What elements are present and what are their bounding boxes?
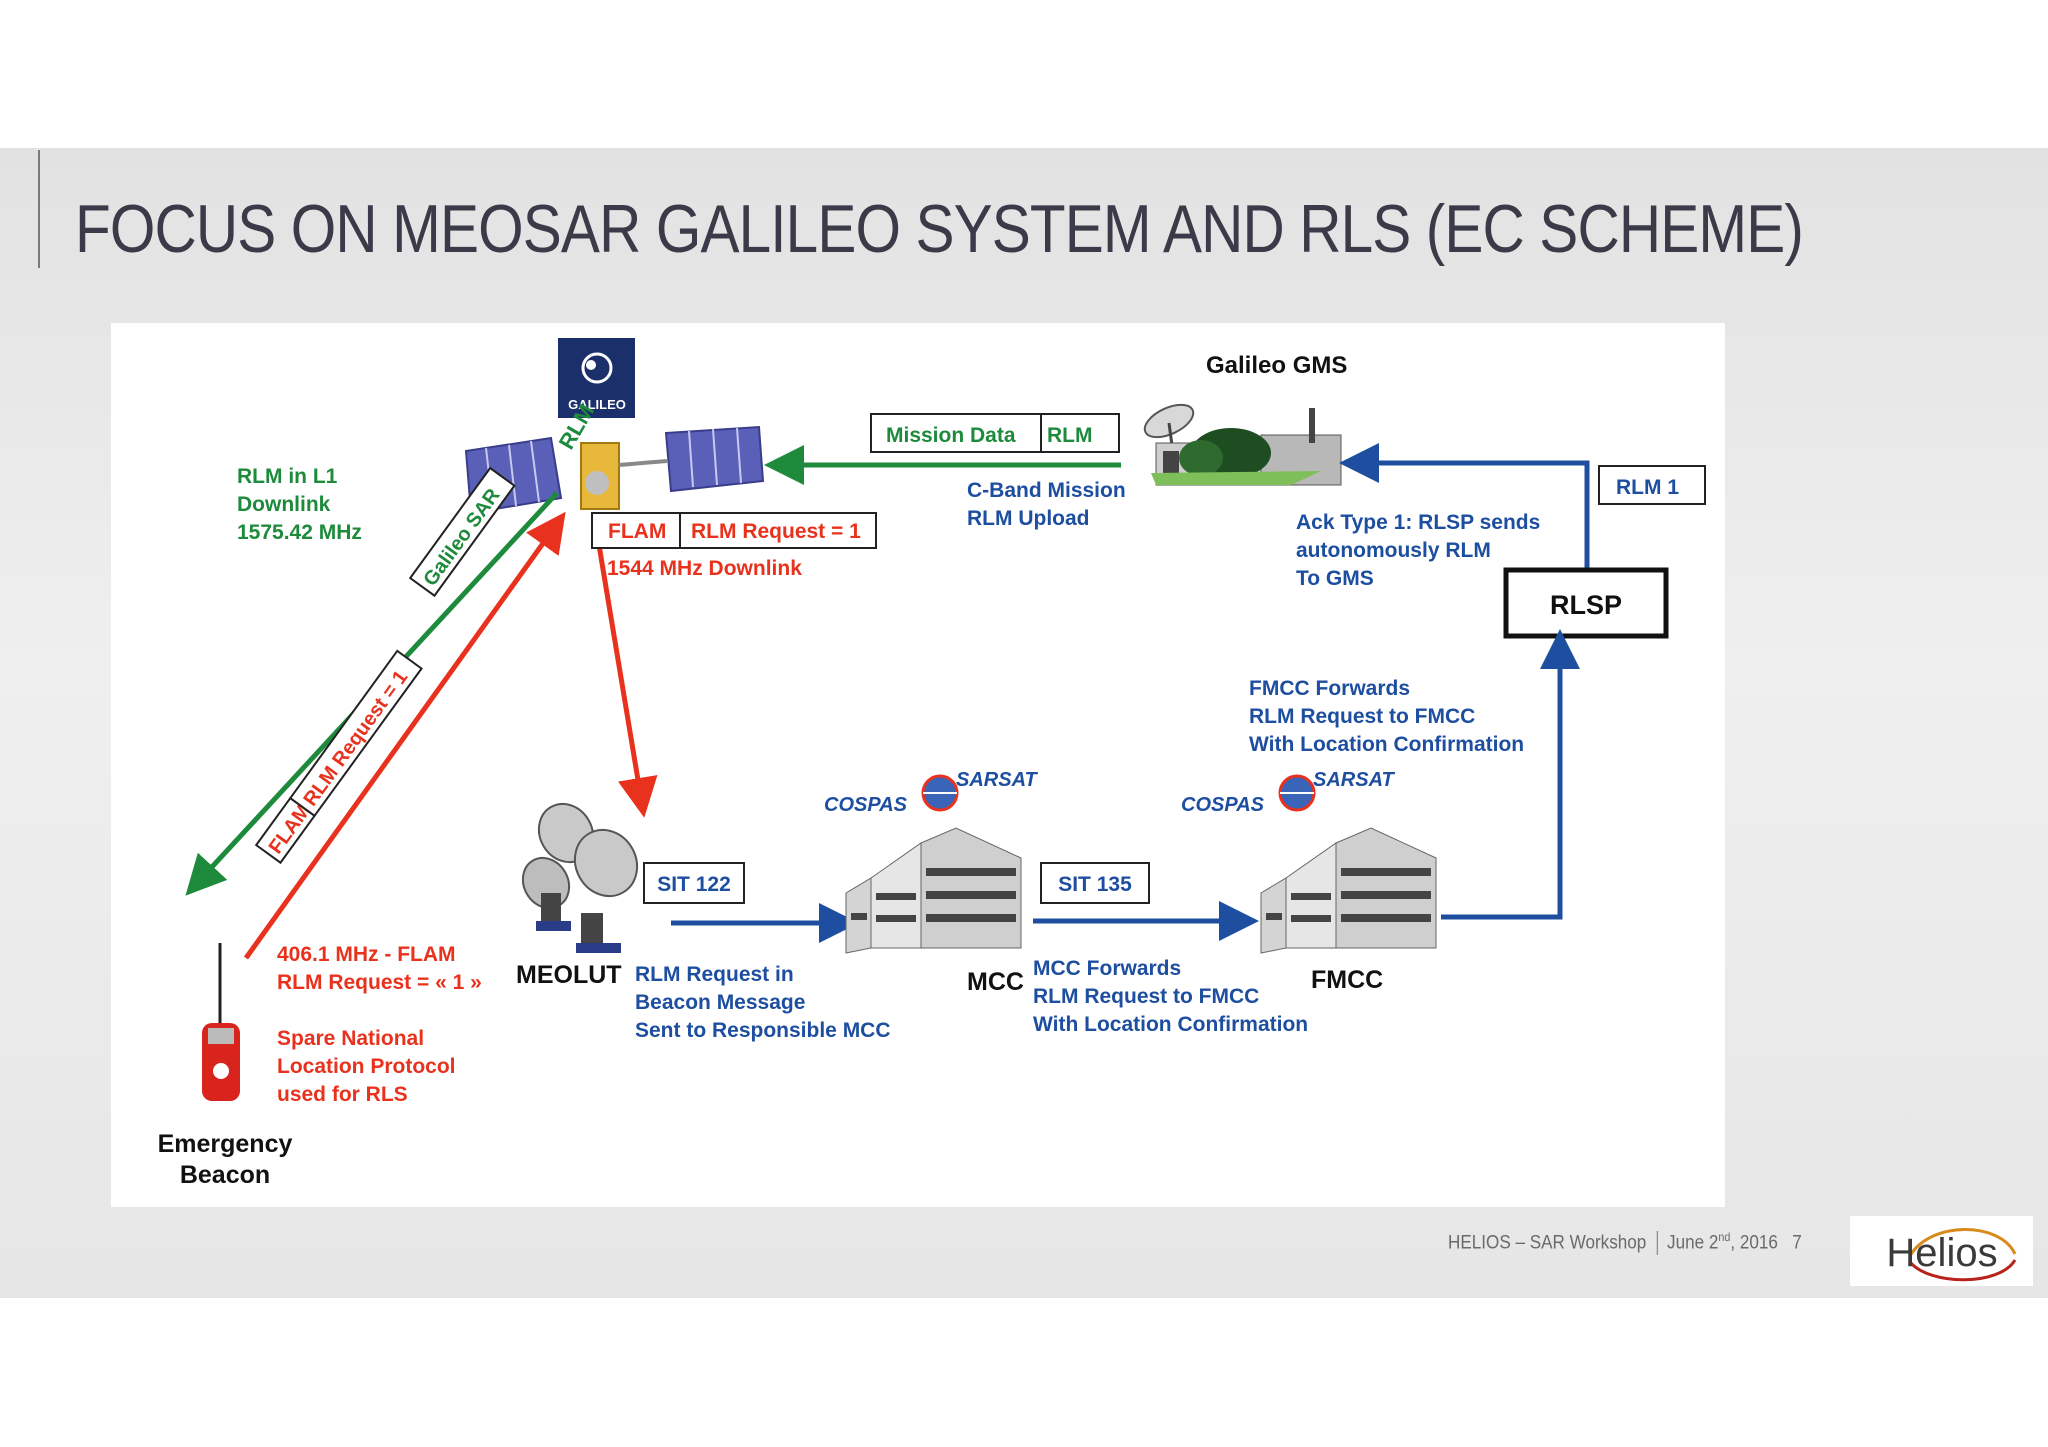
- rlm-request-in-line1: RLM Request in: [635, 963, 794, 986]
- fmcc-fwd-line1: FMCC Forwards: [1249, 677, 1410, 700]
- cband-line2: RLM Upload: [967, 507, 1089, 530]
- helios-logo: Helios: [1850, 1216, 2033, 1286]
- title-accent-bar: [38, 150, 40, 268]
- rlm-l1-line2: Downlink: [237, 493, 331, 516]
- ack-line2: autonomously RLM: [1296, 539, 1491, 562]
- slide-footer: HELIOS – SAR Workshop June 2nd, 2016 7: [1448, 1230, 1802, 1256]
- freq-406-line2: RLM Request = « 1 »: [277, 971, 482, 994]
- fmcc-building-icon: [1260, 827, 1437, 954]
- sarsat-text-fmcc: SARSAT: [1313, 769, 1396, 791]
- mcc-fwd-line2: RLM Request to FMCC: [1033, 985, 1259, 1008]
- beacon-line2: Beacon: [180, 1161, 270, 1189]
- galileo-sar-beam-label: Galileo SAR: [408, 466, 516, 598]
- diagram-panel: GALILEO RLM Galileo SAR FLAM RLM Request…: [111, 323, 1725, 1207]
- gms-title: Galileo GMS: [1206, 352, 1347, 379]
- cband-line1: C-Band Mission: [967, 479, 1126, 502]
- mission-data-text: Mission Data: [886, 424, 1016, 447]
- sit135-box: [1040, 862, 1150, 904]
- mission-rlm-box: [1040, 413, 1120, 453]
- spare-line2: Location Protocol: [277, 1055, 456, 1078]
- fmcc-label: FMCC: [1311, 966, 1383, 994]
- slide-title: FOCUS ON MEOSAR GALILEO SYSTEM AND RLS (…: [75, 191, 1804, 267]
- galileo-sar-text: Galileo SAR: [419, 484, 504, 590]
- cospas-text-fmcc: COSPAS: [1181, 794, 1265, 816]
- rlm-l1-line3: 1575.42 MHz: [237, 521, 362, 544]
- fmcc-fwd-line3: With Location Confirmation: [1249, 733, 1524, 756]
- mcc-label: MCC: [967, 968, 1024, 996]
- cospas-text-mcc: COSPAS: [824, 794, 908, 816]
- sit122-box: [643, 862, 745, 904]
- rlm-request-box: [679, 512, 877, 549]
- rlm-request-box-text: RLM Request = 1: [691, 520, 861, 543]
- diagram-svg: GALILEO RLM Galileo SAR FLAM RLM Request…: [158, 338, 1706, 1189]
- mission-data-box: [870, 413, 1042, 453]
- fmcc-to-rlsp-arrow: [1441, 629, 1580, 920]
- rlm-l1-line1: RLM in L1: [237, 465, 338, 488]
- galileo-badge-label: GALILEO: [568, 397, 626, 412]
- beacon-line1: Emergency: [158, 1130, 293, 1158]
- rlm1-text: RLM 1: [1616, 476, 1679, 499]
- uplink-406-arrow: [243, 511, 566, 960]
- footer-page-number: 7: [1792, 1232, 1802, 1254]
- meolut-antenna-icon: [521, 802, 639, 953]
- helios-logo-text: Helios: [1886, 1231, 1997, 1275]
- flam-box-text: FLAM: [608, 520, 666, 543]
- fmcc-fwd-line2: RLM Request to FMCC: [1249, 705, 1475, 728]
- sit135-text: SIT 135: [1058, 873, 1132, 896]
- downlink-1544-arrow: [592, 520, 658, 818]
- sarsat-text-mcc: SARSAT: [956, 769, 1039, 791]
- rlsp-to-gms-arrow: [1339, 443, 1590, 569]
- sit122-text: SIT 122: [657, 873, 731, 896]
- footer-separator: [1657, 1231, 1659, 1256]
- cospas-sarsat-logo-fmcc: COSPAS SARSAT: [1181, 769, 1396, 816]
- rlm1-box: [1598, 465, 1706, 505]
- rlm-request-in-line3: Sent to Responsible MCC: [635, 1019, 891, 1042]
- ack-line1: Ack Type 1: RLSP sends: [1296, 511, 1540, 534]
- rlsp-box: [1503, 567, 1669, 639]
- meolut-label: MEOLUT: [516, 961, 622, 989]
- rlsp-text: RLSP: [1550, 590, 1622, 620]
- spare-line1: Spare National: [277, 1027, 424, 1050]
- footer-date-suffix: , 2016: [1730, 1232, 1778, 1254]
- mcc-building-icon: [845, 827, 1022, 954]
- downlink-1544-label: 1544 MHz Downlink: [607, 557, 802, 580]
- mission-rlm-text: RLM: [1047, 424, 1093, 447]
- footer-date-sup: nd: [1718, 1230, 1731, 1244]
- cospas-sarsat-logo-mcc: COSPAS SARSAT: [824, 769, 1039, 816]
- helios-logo-icon: Helios: [1886, 1228, 2017, 1282]
- spare-line3: used for RLS: [277, 1083, 408, 1106]
- footer-date-prefix: June 2: [1667, 1232, 1719, 1254]
- rlm-request-beam-text: RLM Request = 1: [299, 667, 412, 811]
- ack-line3: To GMS: [1296, 567, 1374, 590]
- freq-406-line1: 406.1 MHz - FLAM: [277, 943, 456, 966]
- gms-ground-station-icon: [1143, 403, 1342, 486]
- mcc-fwd-line3: With Location Confirmation: [1033, 1013, 1308, 1036]
- mcc-fwd-line1: MCC Forwards: [1033, 957, 1181, 980]
- footer-workshop: HELIOS – SAR Workshop: [1448, 1232, 1647, 1254]
- rlm-request-in-line2: Beacon Message: [635, 991, 805, 1014]
- emergency-beacon-icon: [202, 943, 240, 1101]
